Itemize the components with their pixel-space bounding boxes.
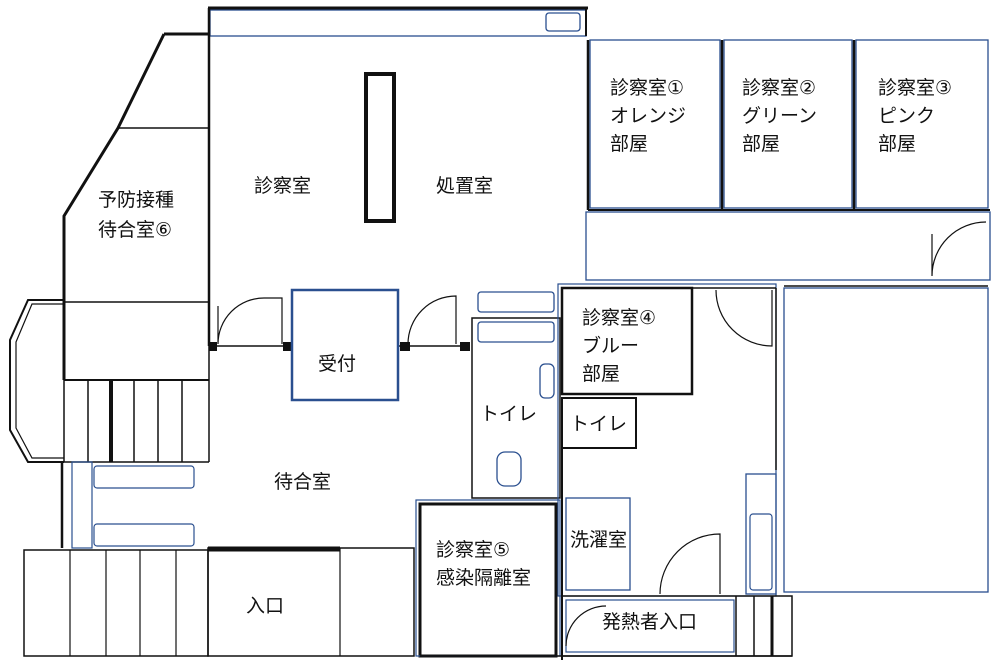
room4-walls bbox=[560, 286, 694, 396]
label-room4-line3: 部屋 bbox=[582, 363, 620, 385]
label-room4-line1: 診察室④ bbox=[582, 307, 656, 329]
toilet-center-room bbox=[471, 317, 561, 499]
label-laundry: 洗濯室 bbox=[570, 529, 627, 551]
entrance-block bbox=[207, 547, 415, 657]
label-reception: 受付 bbox=[318, 353, 356, 375]
walls bbox=[9, 6, 991, 660]
top-wall-band bbox=[209, 9, 587, 37]
label-room2-line3: 部屋 bbox=[742, 133, 780, 155]
doors bbox=[217, 221, 987, 647]
door-swing bbox=[715, 289, 773, 347]
top-shelf bbox=[545, 12, 581, 32]
label-room5-line1: 診察室⑤ bbox=[436, 539, 510, 561]
door-swing bbox=[931, 221, 987, 277]
label-exam-room: 診察室 bbox=[254, 175, 311, 197]
label-room2-line2: グリーン bbox=[742, 105, 817, 127]
door-swing bbox=[217, 297, 283, 345]
label-room5-line2: 感染隔離室 bbox=[436, 567, 531, 589]
label-room3-line3: 部屋 bbox=[878, 133, 916, 155]
room1-outline bbox=[589, 39, 721, 209]
shelf bbox=[745, 473, 777, 595]
toilet-bowl bbox=[496, 451, 522, 487]
vacc-diag-wall bbox=[62, 33, 166, 380]
fever-entrance-inner bbox=[565, 599, 735, 653]
door-swing bbox=[659, 533, 721, 595]
bench-top bbox=[93, 465, 195, 489]
wall-post bbox=[460, 342, 470, 351]
label-room3-line1: 診察室③ bbox=[878, 77, 952, 99]
label-treatment-room: 処置室 bbox=[436, 175, 493, 197]
label-room1-line3: 部屋 bbox=[610, 133, 648, 155]
label-room1-line1: 診察室① bbox=[610, 77, 684, 99]
left-bay-inner bbox=[15, 303, 64, 459]
bench-left bbox=[71, 461, 93, 549]
label-fever-entrance: 発熱者入口 bbox=[602, 611, 697, 633]
label-entrance: 入口 bbox=[246, 595, 284, 617]
wall-post bbox=[400, 342, 410, 351]
wall-post bbox=[209, 342, 217, 351]
corridor-right bbox=[585, 211, 991, 281]
sink-top bbox=[477, 291, 555, 313]
big-right-room bbox=[783, 287, 989, 593]
left-bay-outer bbox=[9, 299, 64, 463]
toilet-rail bbox=[539, 363, 555, 399]
label-room4-line2: ブルー bbox=[582, 334, 639, 357]
room2-outline bbox=[723, 39, 853, 209]
reception-counter bbox=[290, 288, 400, 402]
label-toilet-right: トイレ bbox=[570, 413, 627, 435]
door-swing bbox=[407, 295, 457, 345]
door-swing bbox=[565, 605, 607, 647]
label-room3-line2: ピンク bbox=[878, 105, 935, 127]
label-toilet-center: トイレ bbox=[480, 403, 537, 425]
label-vaccination-wait-line2: 待合室⑥ bbox=[98, 219, 172, 241]
left-stairs bbox=[63, 380, 209, 463]
label-room2-line1: 診察室② bbox=[742, 77, 816, 99]
labels: 診察室 処置室 予防接種 待合室⑥ 受付 トイレ 診察室① オレンジ 部屋 診察… bbox=[98, 77, 952, 633]
label-vaccination-wait-line1: 予防接種 bbox=[98, 189, 174, 211]
partition-counter bbox=[364, 72, 396, 223]
label-room1-line2: オレンジ bbox=[610, 105, 686, 127]
laundry-room bbox=[565, 497, 631, 591]
wall-post bbox=[283, 342, 291, 351]
room3-outline bbox=[855, 39, 989, 209]
shelf-inner bbox=[749, 513, 773, 591]
bottom-stairs bbox=[23, 549, 209, 657]
bench-bottom bbox=[93, 523, 195, 547]
toilet-sink bbox=[477, 321, 555, 343]
label-waiting-room: 待合室 bbox=[274, 471, 331, 493]
